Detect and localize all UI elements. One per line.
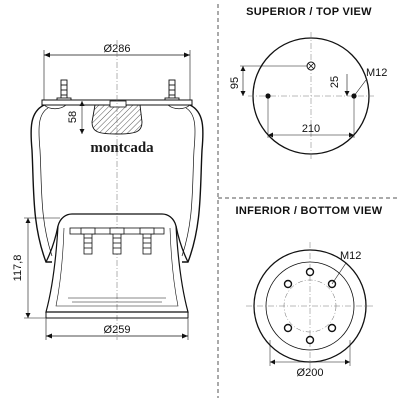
top-view-title: SUPERIOR / TOP VIEW	[246, 6, 372, 18]
piston-top-rolling	[45, 213, 189, 263]
top-view: SUPERIOR / TOP VIEW 95 25 M12 210	[229, 6, 387, 160]
brand-logo: montcada	[90, 140, 154, 156]
bolt-holes	[283, 267, 337, 345]
stud-offset-label: 25	[329, 76, 341, 88]
bolt-hole-icon	[283, 279, 293, 289]
bottom-diameter-label: Ø259	[104, 324, 131, 336]
top-offset-label: 95	[229, 77, 241, 89]
piston-body	[45, 225, 189, 313]
bolt-circle-label: Ø200	[297, 367, 324, 379]
bolt-hole-icon	[283, 323, 293, 333]
piston-studs	[80, 227, 155, 255]
bottom-view-title: INFERIOR / BOTTOM VIEW	[236, 205, 383, 217]
side-view: Ø286 58 mo	[12, 40, 204, 340]
plate-height-label: 58	[67, 111, 79, 123]
bolt-hole-icon	[305, 335, 315, 345]
stud-spacing-label: 210	[302, 123, 320, 135]
bellows-left	[30, 104, 52, 263]
bellows-right	[182, 104, 204, 263]
top-thread-label: M12	[366, 67, 387, 79]
piston-height-label: 117,8	[12, 255, 24, 282]
bolt-hole-icon	[305, 267, 315, 277]
top-studs	[56, 79, 180, 103]
bottom-view: INFERIOR / BOTTOM VIEW M12 Ø200	[236, 205, 383, 379]
bottom-thread-label: M12	[340, 250, 361, 262]
bolt-hole-icon	[327, 323, 337, 333]
stud-left-icon	[265, 93, 271, 99]
